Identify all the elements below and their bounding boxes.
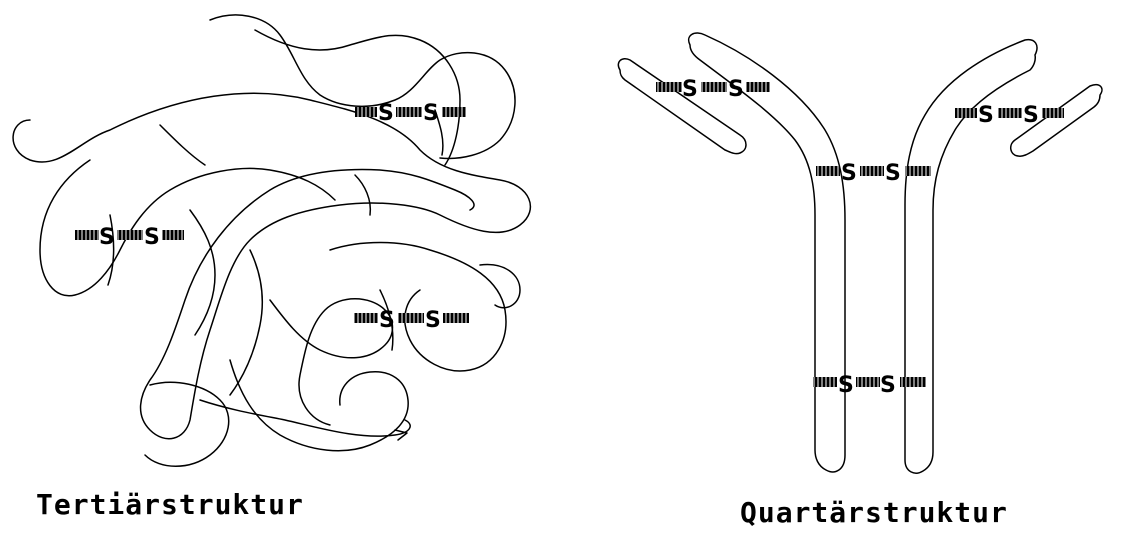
- tertiary-coil-loop-n: [160, 125, 205, 165]
- tertiary-coil-loop-k: [190, 210, 215, 335]
- quaternary-structure: S S S S S S S: [618, 33, 1102, 473]
- tertiary-coil-loop-b: [210, 15, 515, 158]
- tertiary-coil-loop-g: [230, 360, 408, 451]
- sulfur-label: S: [379, 308, 395, 333]
- heavy-chain-right: [905, 40, 1037, 473]
- tertiary-structure-caption: Tertiärstruktur: [36, 488, 304, 521]
- sulfur-label: S: [1023, 103, 1039, 128]
- sulfur-label: S: [99, 225, 115, 250]
- tertiary-disulfide-bond-2: S S: [75, 225, 184, 250]
- sulfur-label: S: [885, 161, 901, 186]
- tertiary-coil-loop-m: [355, 175, 370, 215]
- tertiary-disulfide-bond-1: S S: [355, 101, 466, 126]
- sulfur-label: S: [378, 101, 394, 126]
- sulfur-label: S: [682, 77, 698, 102]
- sulfur-label: S: [880, 373, 896, 398]
- tertiary-coil-loop-e: [480, 265, 520, 308]
- tertiary-coil-loop-c: [255, 30, 460, 165]
- quaternary-structure-caption: Quartärstruktur: [740, 496, 1008, 529]
- sulfur-label: S: [144, 225, 160, 250]
- tertiary-coil-loop-i: [145, 382, 229, 466]
- sulfur-label: S: [425, 308, 441, 333]
- sulfur-label: S: [838, 373, 854, 398]
- sulfur-label: S: [841, 161, 857, 186]
- heavy-chain-left: [689, 33, 845, 472]
- sulfur-label: S: [728, 77, 744, 102]
- tertiary-disulfide-bond-3: S S: [354, 308, 469, 333]
- tertiary-structure: S S S S S S: [13, 15, 530, 466]
- sulfur-label: S: [423, 101, 439, 126]
- tertiary-coil-loop-d: [330, 243, 506, 371]
- tertiary-coil-outer: [13, 93, 530, 438]
- sulfur-label: S: [978, 103, 994, 128]
